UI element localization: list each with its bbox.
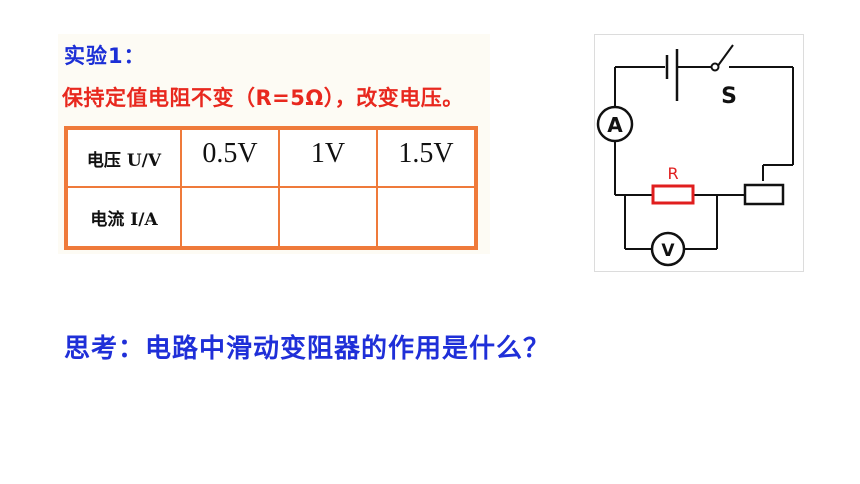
voltage-cell-1: 0.5V [180,127,280,188]
resistor-label: R [667,164,678,183]
switch-blade [716,44,734,68]
row-header-voltage: 电压 U/V [65,127,182,188]
ammeter-label: A [607,113,623,137]
current-cell-2 [278,186,378,249]
row-header-current: 电流 I/A [65,186,182,249]
experiment-description: 保持定值电阻不变（R=5Ω），改变电压。 [62,86,464,110]
circuit-diagram: A S R V [596,44,794,267]
experiment-title: 实验1： [64,44,146,68]
current-cell-1 [180,186,280,249]
switch-contact [710,62,720,72]
question-text: 思考：电路中滑动变阻器的作用是什么？ [64,334,551,364]
ammeter-icon [596,105,634,143]
table-row-current: 电流 I/A [65,186,477,249]
voltage-cell-3: 1.5V [376,127,477,188]
resistor-icon [651,184,695,205]
current-cell-3 [376,186,477,249]
voltage-cell-2: 1V [278,127,378,188]
switch-label: S [721,84,737,109]
voltmeter-label: V [661,241,675,261]
circuit-diagram-panel: A S R V [594,34,804,272]
voltmeter-icon [650,231,686,267]
data-table: 电压 U/V 0.5V 1V 1.5V 电流 I/A [64,126,478,250]
rheostat-icon [743,183,785,206]
table-row-voltage: 电压 U/V 0.5V 1V 1.5V [65,127,477,188]
